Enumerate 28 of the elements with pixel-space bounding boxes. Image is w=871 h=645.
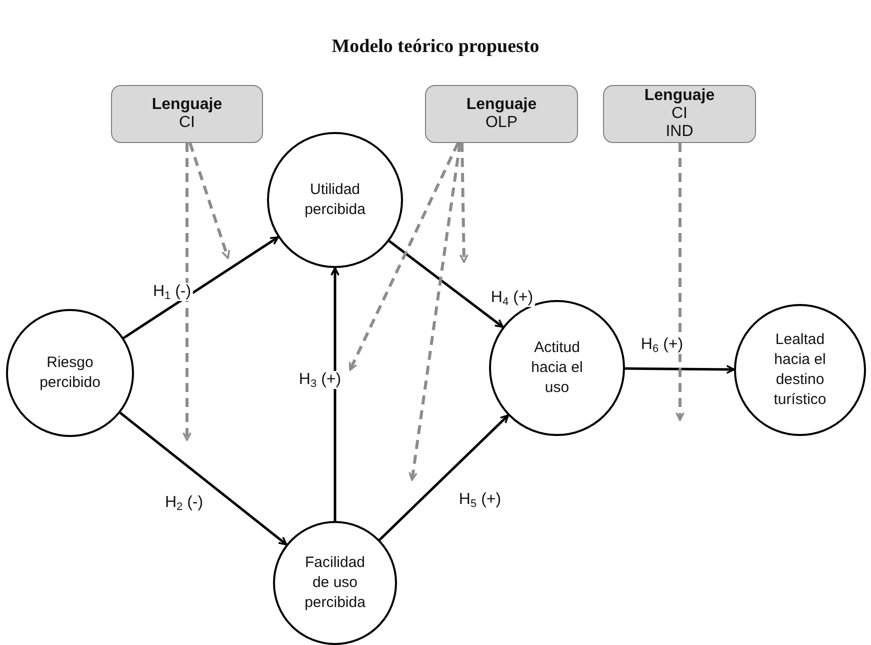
dashed-arrow bbox=[188, 142, 230, 259]
arrow bbox=[378, 414, 510, 541]
node-label: Utilidad percibida bbox=[304, 180, 366, 220]
dashed-arrow bbox=[459, 142, 468, 263]
dashed-arrow bbox=[676, 143, 684, 421]
moderator-box bbox=[603, 85, 756, 143]
arrow bbox=[119, 412, 288, 546]
arrow bbox=[388, 240, 504, 328]
box-heading: Lenguaje bbox=[152, 96, 222, 114]
node-label: Facilidad de uso percibida bbox=[304, 552, 366, 614]
box-text: IND bbox=[666, 122, 694, 141]
dashed-arrow bbox=[182, 143, 192, 441]
box-heading: Lenguaje bbox=[644, 87, 715, 106]
arrow bbox=[625, 364, 735, 374]
node-label: Actitud hacia el uso bbox=[530, 338, 584, 398]
node-label: Lealtad hacia el destino turístico bbox=[772, 330, 828, 410]
box-text: OLP bbox=[485, 114, 518, 132]
moderator-box bbox=[425, 85, 578, 143]
node-label: Riesgo percibido bbox=[38, 352, 102, 393]
dashed-arrow bbox=[408, 142, 462, 481]
box-text: CI bbox=[672, 105, 688, 123]
moderator-box bbox=[111, 85, 263, 143]
arrow bbox=[122, 236, 279, 340]
diagram-title: Modelo teórico propuesto bbox=[330, 36, 540, 58]
dashed-arrow bbox=[348, 142, 460, 371]
box-heading: Lenguaje bbox=[466, 96, 537, 114]
arrow bbox=[330, 267, 340, 521]
box-text: CI bbox=[179, 114, 195, 132]
